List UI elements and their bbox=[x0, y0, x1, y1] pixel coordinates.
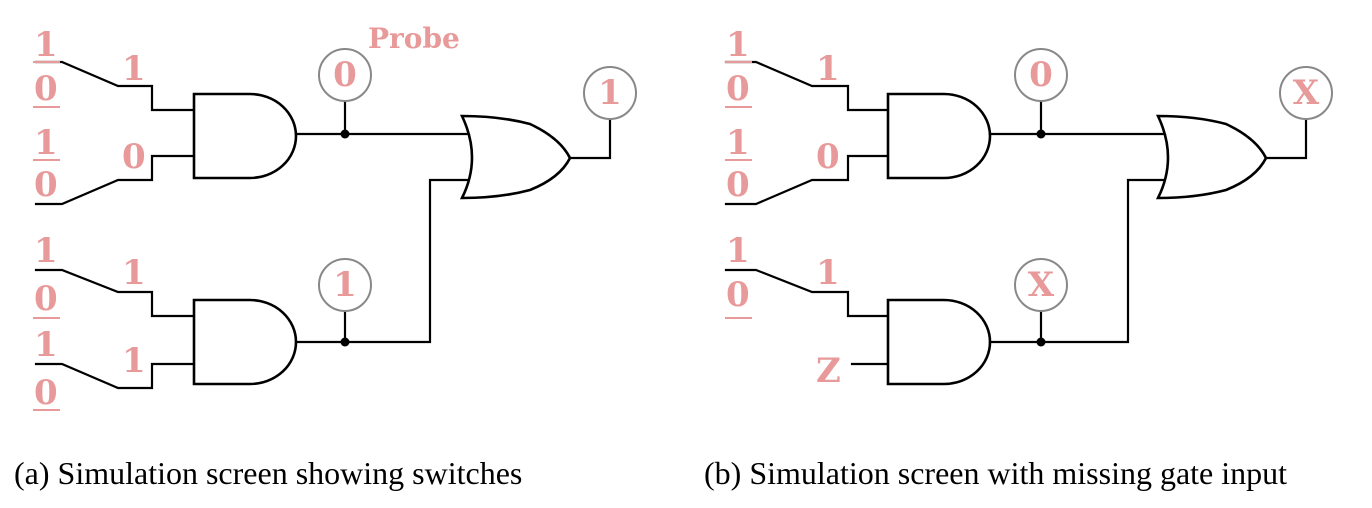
and-gate-a1 bbox=[192, 92, 298, 180]
gate-b1-input1-value: 1 bbox=[816, 49, 840, 89]
probe-a1-value: 0 bbox=[333, 55, 357, 95]
switch-a1-high[interactable]: 1 bbox=[34, 25, 58, 65]
switch-a2-high[interactable]: 1 bbox=[34, 123, 58, 163]
gate-a2-input2-value: 1 bbox=[122, 341, 146, 381]
probe-b-output[interactable] bbox=[1279, 66, 1333, 120]
switch-b2-high[interactable]: 1 bbox=[726, 123, 750, 163]
switch-a3-high[interactable]: 1 bbox=[34, 231, 58, 271]
gate-b2-input1-value: 1 bbox=[816, 253, 840, 293]
junction-dot-a2 bbox=[340, 337, 350, 347]
and-gate-b2 bbox=[886, 298, 992, 386]
and-gate-b1 bbox=[886, 92, 992, 180]
probe-a2-value: 1 bbox=[333, 265, 357, 305]
probe-b2[interactable] bbox=[1014, 258, 1068, 312]
or-gate-a bbox=[459, 114, 572, 200]
probe-a-output-value: 1 bbox=[598, 73, 622, 113]
probe-a-output[interactable] bbox=[583, 66, 637, 120]
gate-a2-input1-value: 1 bbox=[122, 253, 146, 293]
gate-a1-input2-value: 0 bbox=[122, 137, 146, 177]
panel-b: 0 X X 1 0 1 0 1 0 1 0 1 Z (b) Simulation… bbox=[704, 25, 1333, 491]
junction-dot-b2 bbox=[1036, 337, 1046, 347]
switch-a4-wire[interactable] bbox=[34, 362, 200, 390]
or-b-output-wire bbox=[1264, 116, 1308, 160]
probe-b-output-value: X bbox=[1293, 73, 1320, 113]
missing-input-label: Z bbox=[816, 351, 841, 391]
probe-b1[interactable] bbox=[1014, 48, 1068, 102]
switch-a1-low[interactable]: 0 bbox=[34, 69, 58, 109]
switch-a3-low[interactable]: 0 bbox=[34, 279, 58, 319]
probe-b2-value: X bbox=[1028, 265, 1055, 305]
probe-a2[interactable] bbox=[318, 258, 372, 312]
switch-b3-low[interactable]: 0 bbox=[726, 275, 750, 315]
gate-b1-input2-value: 0 bbox=[816, 137, 840, 177]
and-gate-a2 bbox=[192, 298, 298, 386]
probe-label: Probe bbox=[368, 22, 460, 55]
junction-dot-a1 bbox=[340, 129, 350, 139]
switch-a4-high[interactable]: 1 bbox=[34, 325, 58, 365]
probe-a1[interactable] bbox=[318, 48, 372, 102]
switch-a3-wire[interactable] bbox=[34, 268, 200, 318]
or-gate-b bbox=[1155, 114, 1268, 200]
switch-b3-high[interactable]: 1 bbox=[726, 231, 750, 271]
switch-a2-wire[interactable] bbox=[34, 154, 200, 206]
switch-b1-high[interactable]: 1 bbox=[726, 25, 750, 65]
switch-b1-wire[interactable] bbox=[724, 60, 894, 112]
and-b2-output-wire bbox=[988, 178, 1174, 344]
junction-dot-b1 bbox=[1036, 129, 1046, 139]
switch-b2-wire[interactable] bbox=[724, 154, 894, 206]
and-a2-output-wire bbox=[294, 178, 478, 344]
panel-a: 0 1 1 Probe 1 0 1 0 1 0 1 0 1 0 1 1 (a) … bbox=[14, 22, 637, 491]
or-a-output-wire bbox=[568, 116, 612, 160]
caption-a: (a) Simulation screen showing switches bbox=[14, 455, 522, 491]
switch-b3-wire[interactable] bbox=[724, 268, 894, 318]
switch-b2-low[interactable]: 0 bbox=[726, 165, 750, 205]
probe-b1-value: 0 bbox=[1029, 55, 1053, 95]
switch-a4-low[interactable]: 0 bbox=[34, 373, 58, 413]
caption-b: (b) Simulation screen with missing gate … bbox=[704, 455, 1287, 491]
switch-a2-low[interactable]: 0 bbox=[34, 165, 58, 205]
gate-a1-input1-value: 1 bbox=[122, 49, 146, 89]
switch-b1-low[interactable]: 0 bbox=[726, 69, 750, 109]
switch-a1-wire[interactable] bbox=[34, 60, 200, 112]
